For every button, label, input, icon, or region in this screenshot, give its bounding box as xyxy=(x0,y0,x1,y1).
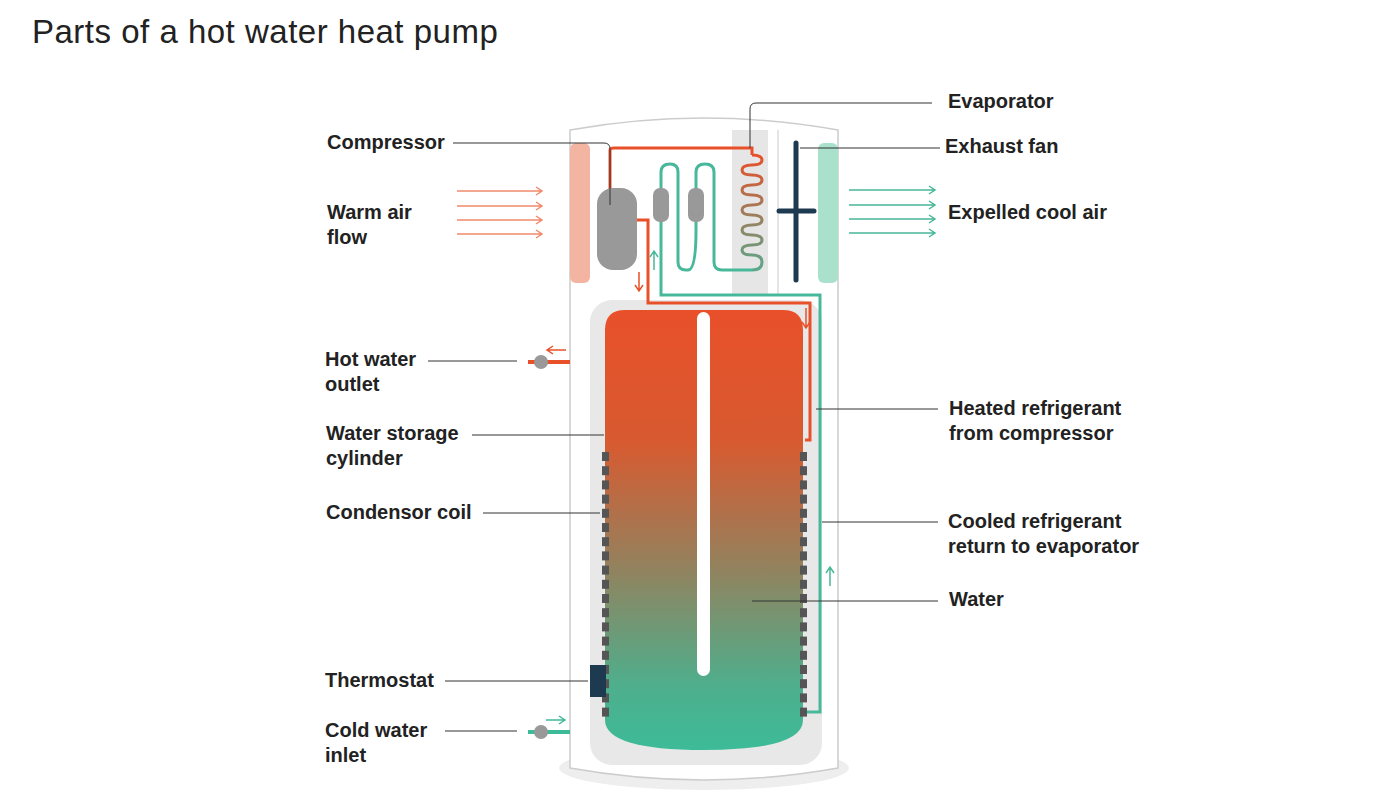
coil-turn xyxy=(800,495,807,504)
coil-turn xyxy=(602,452,609,461)
water-storage-cylinder xyxy=(605,310,803,750)
part-label: Water xyxy=(949,587,1069,612)
air-intake-grille xyxy=(570,143,590,283)
cooled-refrigerant-pipe xyxy=(661,164,820,712)
coil-turn xyxy=(602,566,609,575)
coil-turn xyxy=(602,708,609,717)
coil-turn xyxy=(800,580,807,589)
coil-turn xyxy=(602,537,609,546)
coil-turn xyxy=(800,608,807,617)
part-label: Water storage cylinder xyxy=(326,421,476,471)
coil-turn xyxy=(602,580,609,589)
dip-tube xyxy=(697,312,710,676)
unit-housing xyxy=(570,118,838,780)
part-label: Hot water outlet xyxy=(325,347,445,397)
part-label: Condensor coil xyxy=(326,500,486,525)
coil-turn xyxy=(800,523,807,532)
coil-turn xyxy=(800,622,807,631)
heated-refrigerant-pipe xyxy=(637,220,810,440)
compressor xyxy=(597,188,637,270)
coil-turn xyxy=(800,651,807,660)
part-label: Exhaust fan xyxy=(945,134,1105,159)
coil-turn xyxy=(800,509,807,518)
coil-turn xyxy=(800,679,807,688)
coil-turn xyxy=(800,708,807,717)
thermostat xyxy=(590,665,606,697)
coil-turn xyxy=(800,480,807,489)
coil-turn xyxy=(800,637,807,646)
coil-turn xyxy=(800,693,807,702)
part-label: Warm air flow xyxy=(327,200,437,250)
coil-turn xyxy=(800,665,807,674)
coil-turn xyxy=(602,594,609,603)
part-label: Cooled refrigerant return to evaporator xyxy=(948,509,1168,559)
part-label: Evaporator xyxy=(948,89,1108,114)
coil-turn xyxy=(602,480,609,489)
part-label: Cold water inlet xyxy=(325,718,440,768)
leader-lines xyxy=(428,103,940,731)
coil-turn xyxy=(800,452,807,461)
coil-turn xyxy=(800,566,807,575)
filter-drier xyxy=(688,188,704,222)
cool-air-arrows xyxy=(849,186,935,237)
part-label: Thermostat xyxy=(325,668,445,693)
coil-turn xyxy=(602,523,609,532)
coil-turn xyxy=(602,637,609,646)
coil-turn xyxy=(800,551,807,560)
expansion-valve xyxy=(653,188,669,222)
diagram-title: Parts of a hot water heat pump xyxy=(32,12,498,52)
part-label: Compressor xyxy=(327,130,477,155)
part-label: Expelled cool air xyxy=(948,200,1148,225)
coil-turn xyxy=(602,608,609,617)
coil-turn xyxy=(602,551,609,560)
coil-turn xyxy=(602,651,609,660)
evaporator-coil xyxy=(742,155,762,270)
coil-turn xyxy=(602,495,609,504)
coil-turn xyxy=(800,537,807,546)
coil-turn xyxy=(602,622,609,631)
coil-turn xyxy=(602,466,609,475)
condensor-coil xyxy=(602,452,807,717)
coil-turn xyxy=(602,509,609,518)
warm-air-arrows xyxy=(457,187,542,238)
part-label: Heated refrigerant from compressor xyxy=(949,396,1154,446)
coil-turn xyxy=(800,466,807,475)
air-exhaust-grille xyxy=(818,143,838,283)
coil-turn xyxy=(800,594,807,603)
